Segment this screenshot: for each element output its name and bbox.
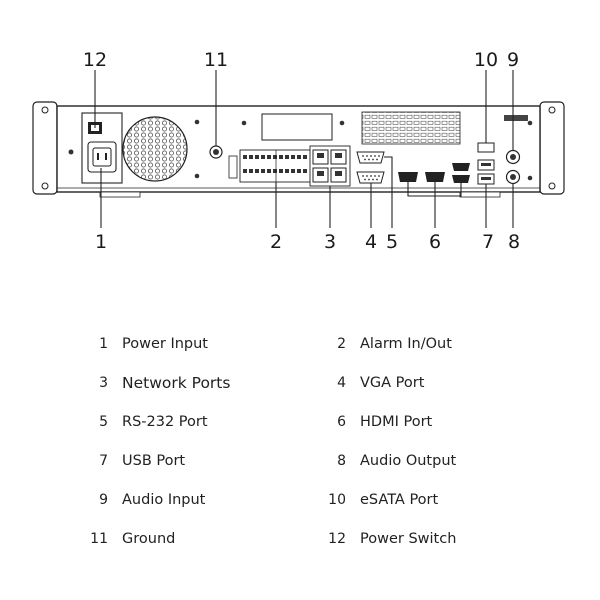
legend-number: 7	[99, 453, 108, 469]
usb-esata-ports	[477, 142, 495, 185]
ground-icon	[209, 145, 223, 159]
legend-item: 3 Network Ports	[84, 372, 230, 394]
callout-8: 8	[508, 231, 520, 253]
callout-11: 11	[204, 49, 228, 71]
legend-label: Ground	[122, 531, 176, 547]
legend-number: 2	[337, 336, 346, 352]
callout-4: 4	[365, 231, 377, 253]
legend-item: 8 Audio Output	[322, 450, 456, 472]
callout-5: 5	[386, 231, 398, 253]
callout-1: 1	[95, 231, 107, 253]
legend-item: 10 eSATA Port	[322, 489, 438, 511]
legend-number: 6	[337, 414, 346, 430]
legend-item: 4 VGA Port	[322, 372, 424, 394]
legend: 1 Power Input 2 Alarm In/Out 3 Network P…	[0, 325, 600, 565]
legend-label: Network Ports	[122, 374, 231, 392]
callout-2: 2	[270, 231, 282, 253]
legend-number: 11	[90, 531, 108, 547]
legend-label: Power Input	[122, 336, 208, 352]
legend-label: Alarm In/Out	[360, 336, 452, 352]
legend-label: Power Switch	[360, 531, 457, 547]
callout-10: 10	[474, 49, 498, 71]
legend-number: 8	[337, 453, 346, 469]
legend-label: Audio Input	[122, 492, 206, 508]
legend-number: 12	[328, 531, 346, 547]
audio-ports	[504, 115, 528, 185]
legend-item: 6 HDMI Port	[322, 411, 432, 433]
legend-item: 12 Power Switch	[322, 528, 456, 550]
legend-number: 10	[328, 492, 346, 508]
fan-vent	[122, 116, 188, 182]
legend-item: 9 Audio Input	[84, 489, 205, 511]
legend-item: 7 USB Port	[84, 450, 185, 472]
callout-3: 3	[324, 231, 336, 253]
alarm-terminal-blocks	[228, 149, 313, 183]
callout-7: 7	[482, 231, 494, 253]
callout-12: 12	[83, 49, 107, 71]
legend-item: 11 Ground	[84, 528, 175, 550]
leader-lines	[94, 70, 514, 228]
legend-item: 2 Alarm In/Out	[322, 333, 452, 355]
serial-vga-ports	[356, 151, 385, 184]
hdmi-ports	[398, 163, 470, 183]
legend-number: 9	[99, 492, 108, 508]
legend-label: Audio Output	[360, 453, 457, 469]
network-ports	[309, 145, 351, 187]
legend-number: 1	[99, 336, 108, 352]
callout-6: 6	[429, 231, 441, 253]
legend-item: 5 RS-232 Port	[84, 411, 208, 433]
expansion-slot	[261, 113, 333, 141]
legend-label: HDMI Port	[360, 414, 433, 430]
legend-label: RS-232 Port	[122, 414, 208, 430]
legend-number: 5	[99, 414, 108, 430]
callout-9: 9	[507, 49, 519, 71]
legend-number: 4	[337, 375, 346, 391]
rear-panel-diagram: 12 11 10 9 1 2 3 4 5 6 7 8	[32, 49, 565, 253]
legend-label: eSATA Port	[360, 492, 439, 508]
legend-item: 1 Power Input	[84, 333, 208, 355]
vent-grill	[361, 111, 461, 145]
legend-label: VGA Port	[360, 375, 425, 391]
legend-number: 3	[99, 375, 108, 391]
legend-label: USB Port	[122, 453, 186, 469]
power-module	[81, 112, 123, 184]
